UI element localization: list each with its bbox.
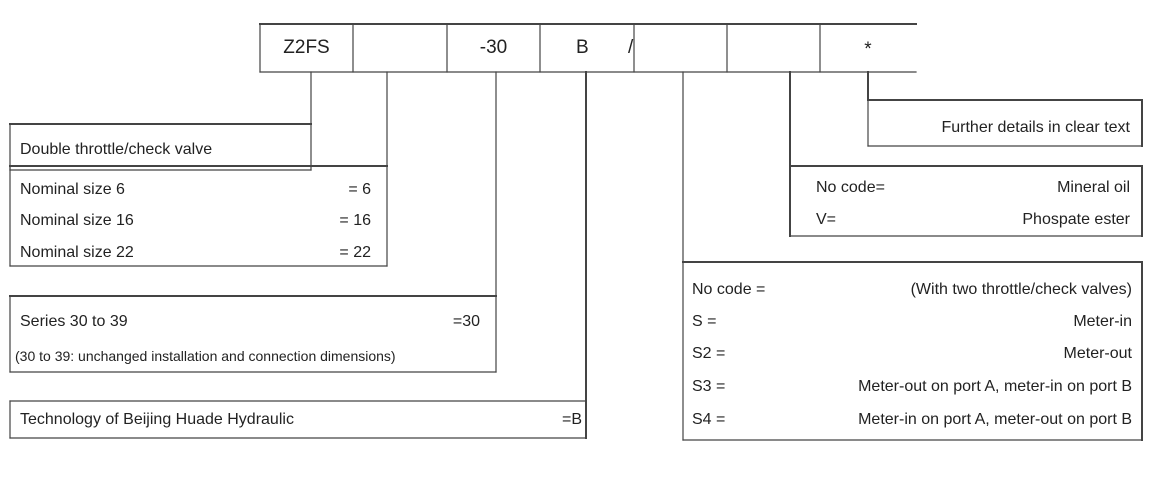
function-row-desc: Meter-in <box>1073 313 1132 330</box>
code-cell-tech: B <box>576 37 589 58</box>
tech-value: =B <box>561 411 582 428</box>
leader-lines <box>310 71 869 439</box>
function-row-code: S3 = <box>692 378 726 395</box>
seal-row-code: No code= <box>816 179 885 196</box>
size-row-value: = 6 <box>348 181 371 198</box>
code-cell-details: * <box>864 39 872 60</box>
box-series-frame <box>9 295 497 373</box>
seal-row-desc: Mineral oil <box>1057 179 1130 196</box>
function-row-desc: Meter-in on port A, meter-out on port B <box>858 411 1132 428</box>
function-row-code: S = <box>692 313 717 330</box>
code-cell-type: Z2FS <box>283 37 330 58</box>
box-size-frame <box>9 165 388 267</box>
box-seal-frame <box>789 165 1143 237</box>
series-label: Series 30 to 39 <box>20 313 128 330</box>
function-row-desc: (With two throttle/check valves) <box>910 281 1132 298</box>
code-cell-series: -30 <box>479 37 508 58</box>
tech-label: Technology of Beijing Huade Hydraulic <box>20 411 294 428</box>
box-details-frame <box>867 99 1143 147</box>
size-row-label: Nominal size 6 <box>20 181 125 198</box>
size-row-value: = 22 <box>339 244 371 261</box>
series-note: (30 to 39: unchanged installation and co… <box>15 348 396 364</box>
seal-row-code: V= <box>816 211 837 228</box>
size-row-value: = 16 <box>339 212 371 229</box>
seal-row-desc: Phospate ester <box>1022 211 1130 228</box>
details-label: Further details in clear text <box>941 119 1130 136</box>
series-value: =30 <box>452 313 480 330</box>
box-function-frame <box>682 261 1143 441</box>
function-row-code: S4 = <box>692 411 726 428</box>
code-cell-slash: / <box>628 37 634 58</box>
size-row-label: Nominal size 22 <box>20 244 134 261</box>
code-header-frame <box>259 23 917 73</box>
valve-type-label: Double throttle/check valve <box>20 141 213 158</box>
function-row-desc: Meter-out on port A, meter-in on port B <box>858 378 1132 395</box>
function-row-code: No code = <box>692 281 766 298</box>
function-row-code: S2 = <box>692 345 726 362</box>
function-row-desc: Meter-out <box>1063 345 1132 362</box>
size-row-label: Nominal size 16 <box>20 212 134 229</box>
box-tech-frame <box>9 400 587 439</box>
box-valve-frame <box>9 123 312 171</box>
